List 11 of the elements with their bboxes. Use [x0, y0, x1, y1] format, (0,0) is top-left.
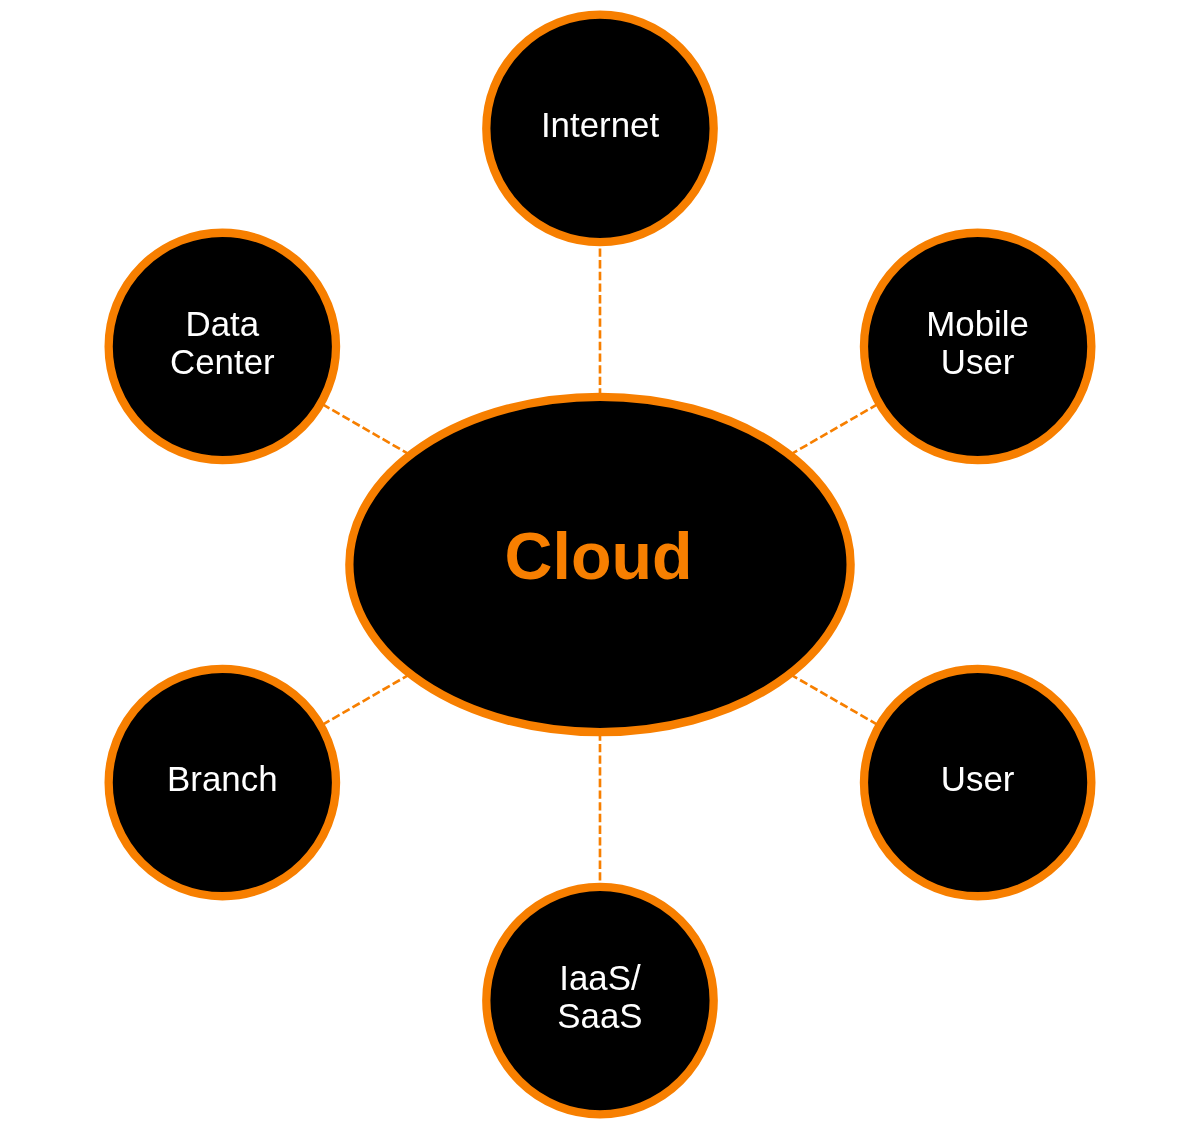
- connector: [789, 402, 880, 456]
- node-ellipse: Cloud: [345, 392, 855, 737]
- node-circle: Branch: [104, 664, 341, 901]
- connector: [789, 673, 880, 727]
- node-circle: Mobile User: [859, 228, 1096, 465]
- node-circle: User: [859, 664, 1096, 901]
- node-circle: IaaS/ SaaS: [482, 882, 718, 1119]
- connector: [320, 402, 411, 456]
- node-circle: Data Center: [104, 228, 341, 465]
- node-circle: Internet: [482, 10, 718, 247]
- connector: [320, 673, 411, 727]
